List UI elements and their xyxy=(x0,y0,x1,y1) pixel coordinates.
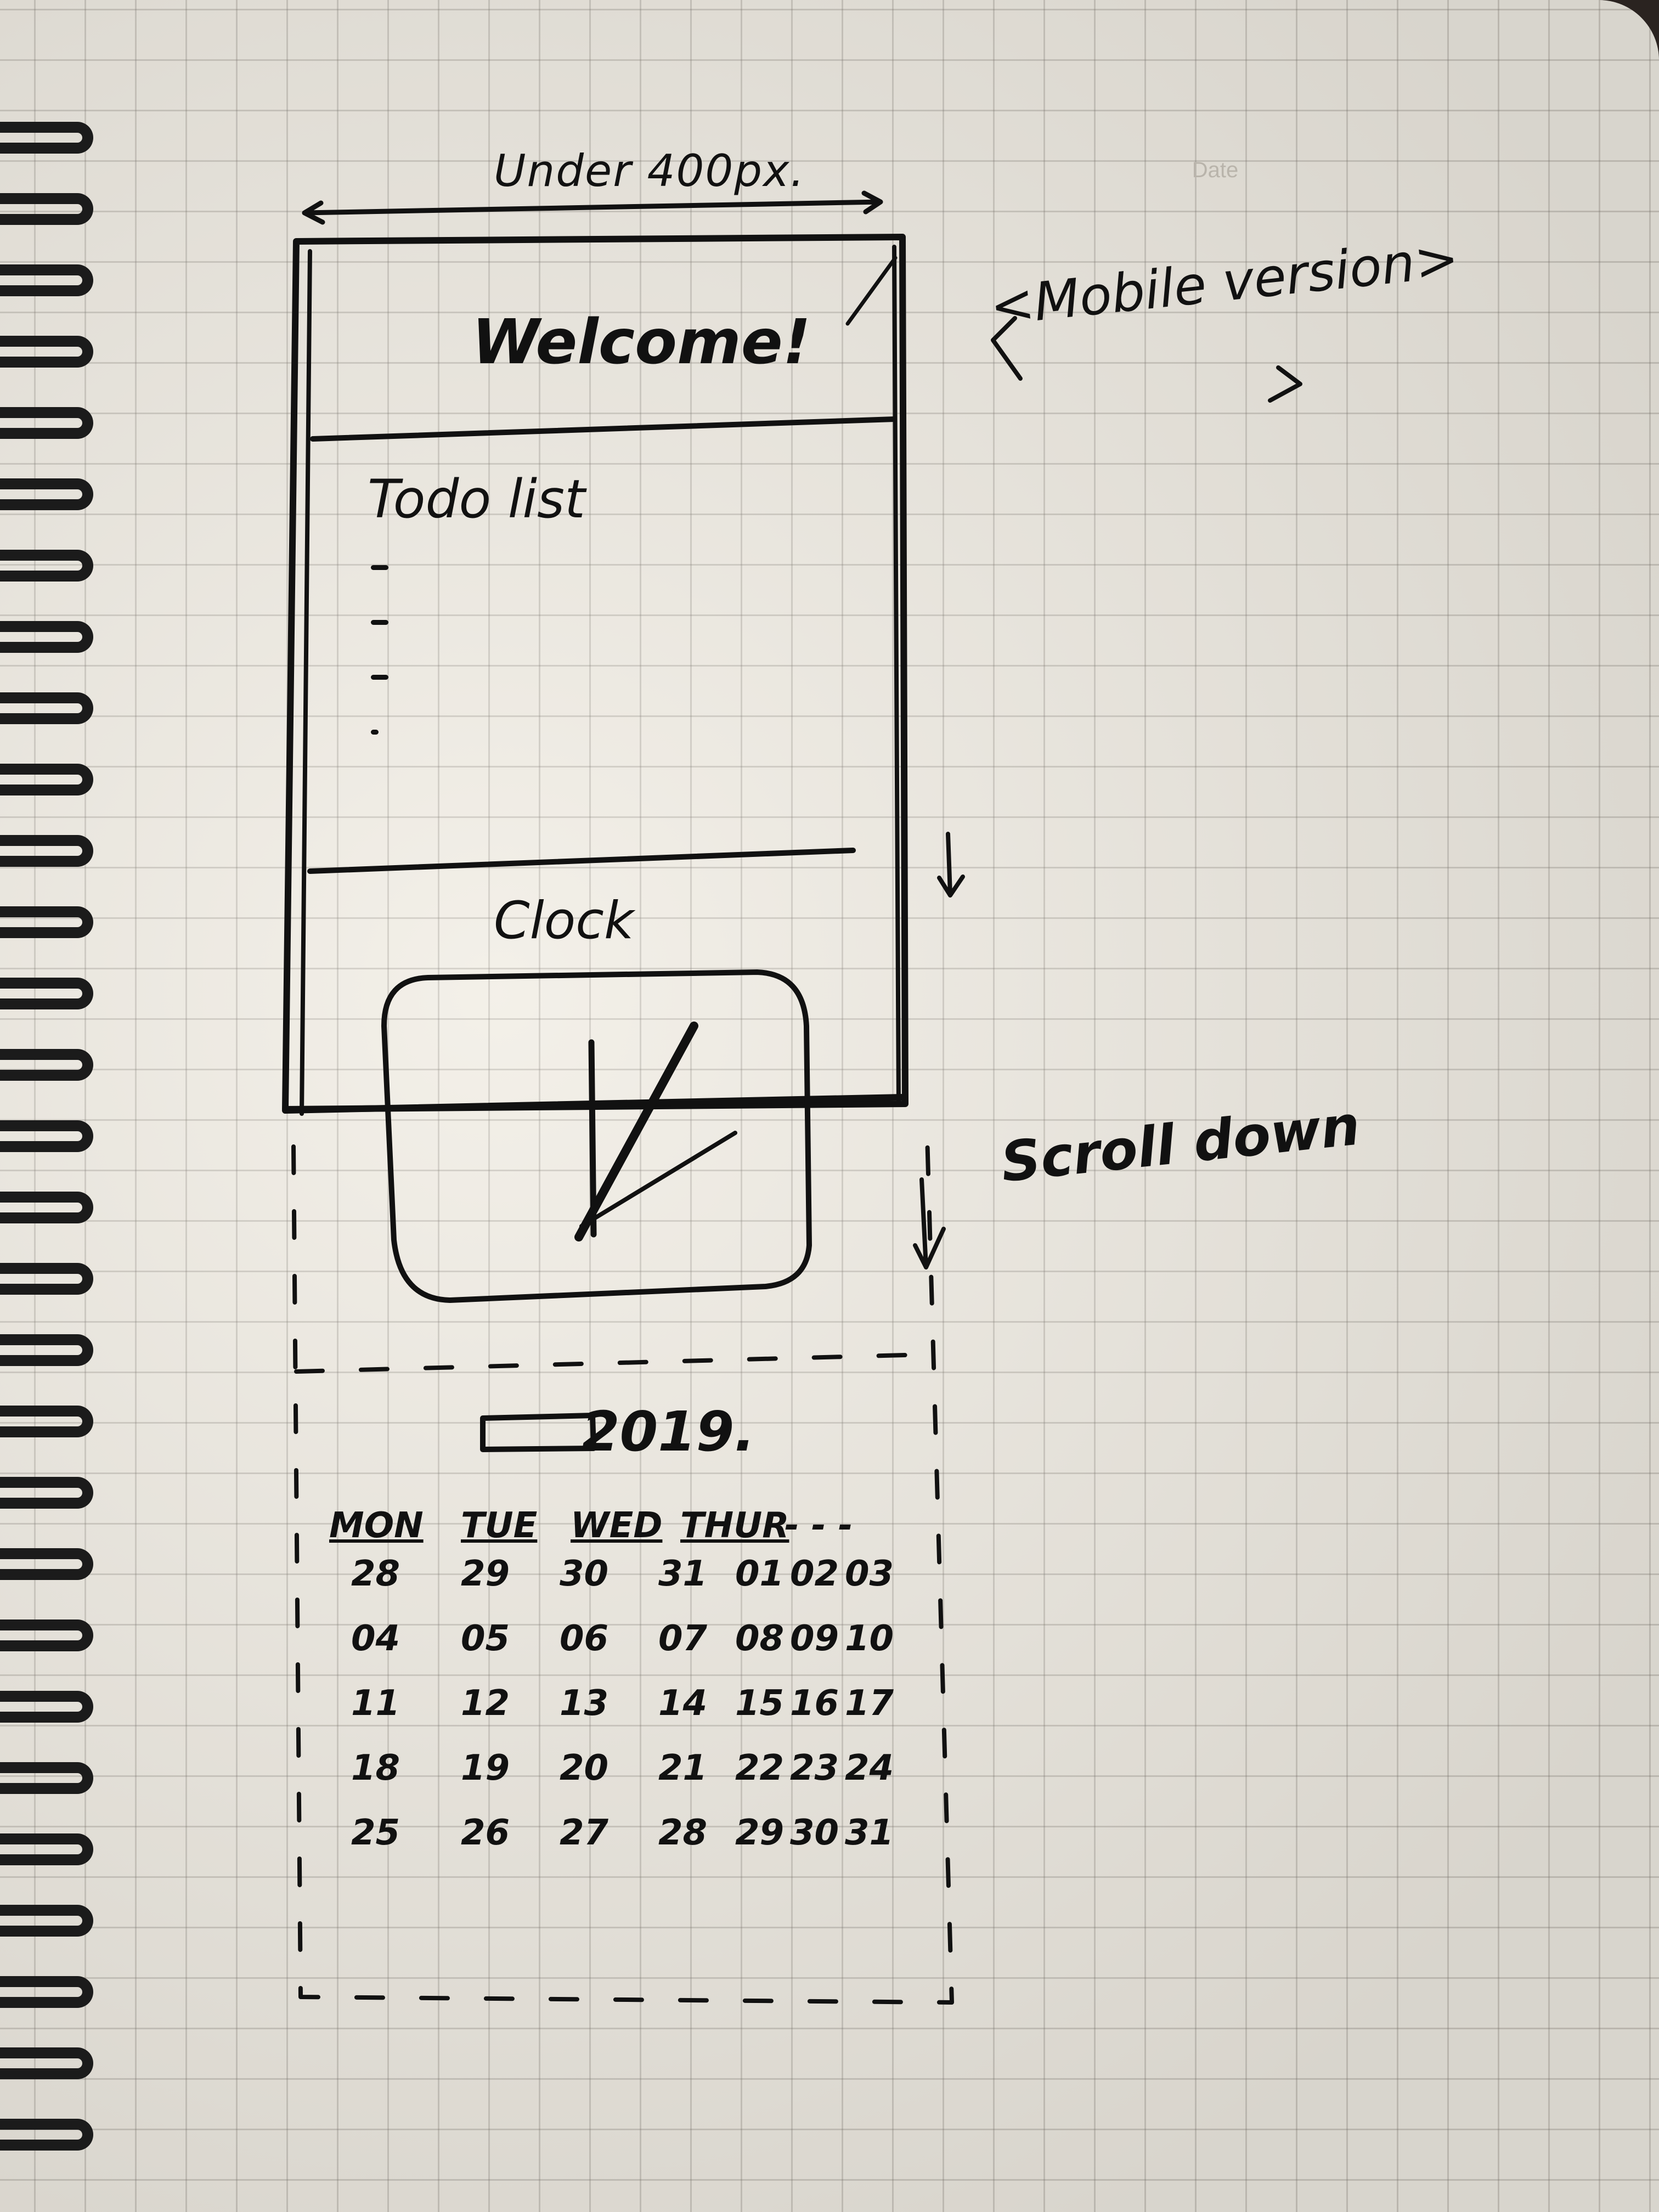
spiral-ring xyxy=(0,906,93,938)
spiral-ring xyxy=(0,1833,93,1865)
todo-title: Todo list xyxy=(368,469,585,530)
calendar-day: 24 xyxy=(845,1748,894,1788)
scroll-arrow-lower xyxy=(913,1177,946,1269)
calendar-day: 28 xyxy=(351,1554,400,1594)
calendar-day: 18 xyxy=(351,1748,400,1788)
spiral-ring xyxy=(0,122,93,154)
calendar-day: 29 xyxy=(735,1813,785,1853)
clock-title: Clock xyxy=(494,891,634,951)
todo-bullet xyxy=(371,675,388,680)
calendar-day: 28 xyxy=(658,1813,708,1853)
calendar-day: 09 xyxy=(790,1618,839,1659)
spiral-ring xyxy=(0,1049,93,1081)
spiral-ring xyxy=(0,1762,93,1794)
clock-hour-hand xyxy=(574,1022,698,1242)
calendar-day: 10 xyxy=(845,1618,894,1659)
spiral-ring xyxy=(0,1620,93,1651)
weekday-label: - - - xyxy=(785,1505,853,1546)
spiral-ring xyxy=(0,1477,93,1509)
spiral-ring xyxy=(0,336,93,368)
calendar-day: 25 xyxy=(351,1813,400,1853)
calendar-day: 06 xyxy=(560,1618,609,1659)
weekday-label: TUE xyxy=(461,1505,538,1546)
spiral-ring xyxy=(0,1120,93,1152)
welcome-title: Welcome! xyxy=(472,307,811,378)
calendar-day: 14 xyxy=(658,1683,708,1724)
spiral-ring xyxy=(0,478,93,510)
spiral-ring xyxy=(0,978,93,1009)
calendar-day: 11 xyxy=(351,1683,400,1724)
spiral-ring xyxy=(0,1263,93,1295)
calendar-day: 30 xyxy=(560,1554,609,1594)
spiral-ring xyxy=(0,764,93,795)
calendar-day: 16 xyxy=(790,1683,839,1724)
date-label: Date xyxy=(1192,158,1239,182)
calendar-day: 29 xyxy=(461,1554,510,1594)
calendar-day: 01 xyxy=(735,1554,785,1594)
spiral-ring xyxy=(0,2119,93,2151)
calendar-day: 13 xyxy=(560,1683,609,1724)
calendar-day: 31 xyxy=(845,1813,894,1853)
calendar-day: 02 xyxy=(790,1554,839,1594)
spiral-ring xyxy=(0,1691,93,1723)
calendar-day: 05 xyxy=(461,1618,510,1659)
spiral-ring xyxy=(0,1406,93,1437)
spiral-ring xyxy=(0,1192,93,1223)
month-block xyxy=(480,1413,596,1452)
spiral-ring xyxy=(0,835,93,867)
spiral-ring xyxy=(0,264,93,296)
clock-second-hand xyxy=(579,1131,737,1228)
weekday-label: MON xyxy=(329,1505,424,1546)
calendar-day: 12 xyxy=(461,1683,510,1724)
spiral-ring xyxy=(0,1976,93,2008)
todo-bullet xyxy=(371,565,388,570)
calendar-month-year: 2019. xyxy=(582,1400,755,1464)
header-divider xyxy=(310,416,897,442)
weekday-label: THUR xyxy=(680,1505,789,1546)
width-annotation: Under 400px. xyxy=(494,145,805,196)
spiral-ring xyxy=(0,407,93,439)
calendar-day: 26 xyxy=(461,1813,510,1853)
scroll-arrow-upper xyxy=(937,832,965,898)
calendar-day: 22 xyxy=(735,1748,785,1788)
calendar-day: 07 xyxy=(658,1618,708,1659)
phone-frame xyxy=(282,234,909,1113)
calendar-day: 30 xyxy=(790,1813,839,1853)
spiral-ring xyxy=(0,1905,93,1937)
calendar-day: 03 xyxy=(845,1554,894,1594)
offscreen-dashed-frame xyxy=(291,1133,954,2005)
spiral-ring xyxy=(0,193,93,225)
calendar-day: 23 xyxy=(790,1748,839,1788)
calendar-day: 20 xyxy=(560,1748,609,1788)
calendar-day: 15 xyxy=(735,1683,785,1724)
calendar-day: 21 xyxy=(658,1748,708,1788)
spiral-ring xyxy=(0,621,93,653)
calendar-day: 27 xyxy=(560,1813,609,1853)
calendar-day: 19 xyxy=(461,1748,510,1788)
spiral-ring xyxy=(0,1548,93,1580)
spiral-ring xyxy=(0,2047,93,2079)
todo-bullet xyxy=(371,620,388,625)
calendar-day: 31 xyxy=(658,1554,708,1594)
clock-frame xyxy=(381,969,812,1303)
width-dimension-arrow xyxy=(302,190,883,225)
calendar-day: 08 xyxy=(735,1618,785,1659)
spiral-ring xyxy=(0,550,93,582)
spiral-ring xyxy=(0,692,93,724)
todo-divider xyxy=(307,848,856,874)
calendar-day: 17 xyxy=(845,1683,894,1724)
calendar-day: 04 xyxy=(351,1618,400,1659)
weekday-label: WED xyxy=(571,1505,663,1546)
todo-bullet xyxy=(371,730,379,735)
spiral-ring xyxy=(0,1334,93,1366)
